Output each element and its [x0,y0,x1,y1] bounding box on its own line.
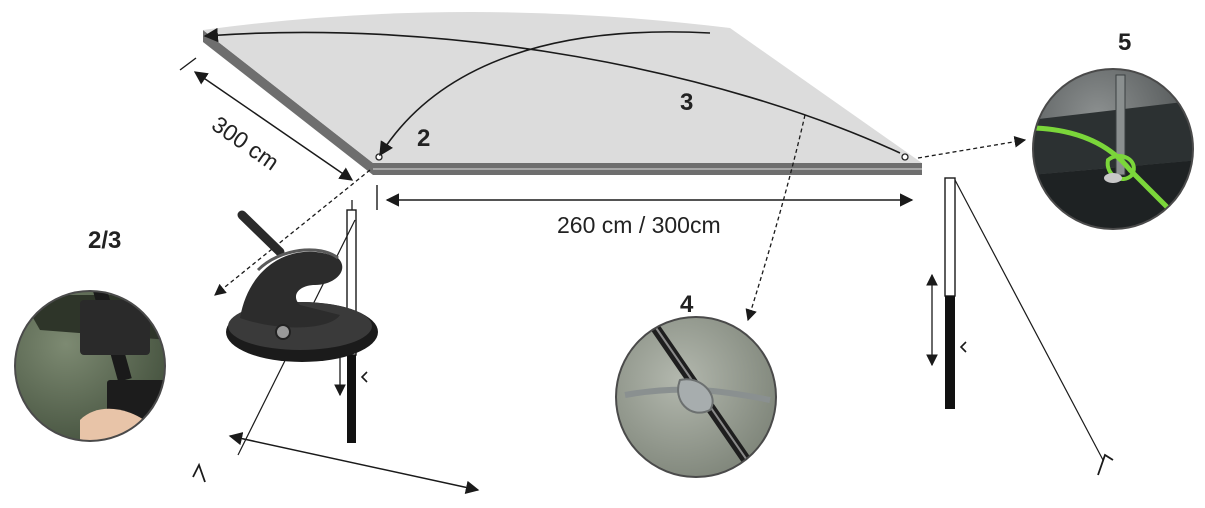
eyelet-right [901,153,909,161]
detail-photo-2-3 [14,290,166,442]
leader-to-detail-4 [745,114,806,322]
eyelet-left [375,153,383,161]
peg-icon-right [1097,453,1114,476]
step-label-3: 3 [680,89,693,116]
step-label-5: 5 [1118,29,1131,56]
suction-cup-mount-icon [226,210,378,362]
leader-to-detail-2-3 [214,169,371,296]
width-dimension: 260 cm / 300cm [376,185,914,238]
awning-canopy [203,11,922,175]
ground-distance-arrow [228,431,480,495]
awning-top-surface [203,11,922,164]
depth-label: 300 cm [207,111,284,176]
detail-photo-4 [615,316,777,478]
right-support-pole [926,177,1114,476]
step-label-2-3: 2/3 [88,227,121,254]
step-label-2: 2 [417,125,430,152]
step-label-4: 4 [680,291,694,318]
width-label: 260 cm / 300cm [557,212,721,238]
curved-arrow-3 [203,27,901,154]
curved-arrow-2 [379,31,711,157]
leader-to-detail-5 [917,135,1027,159]
detail-photo-5 [1032,68,1194,230]
peg-icon-left [192,462,206,483]
